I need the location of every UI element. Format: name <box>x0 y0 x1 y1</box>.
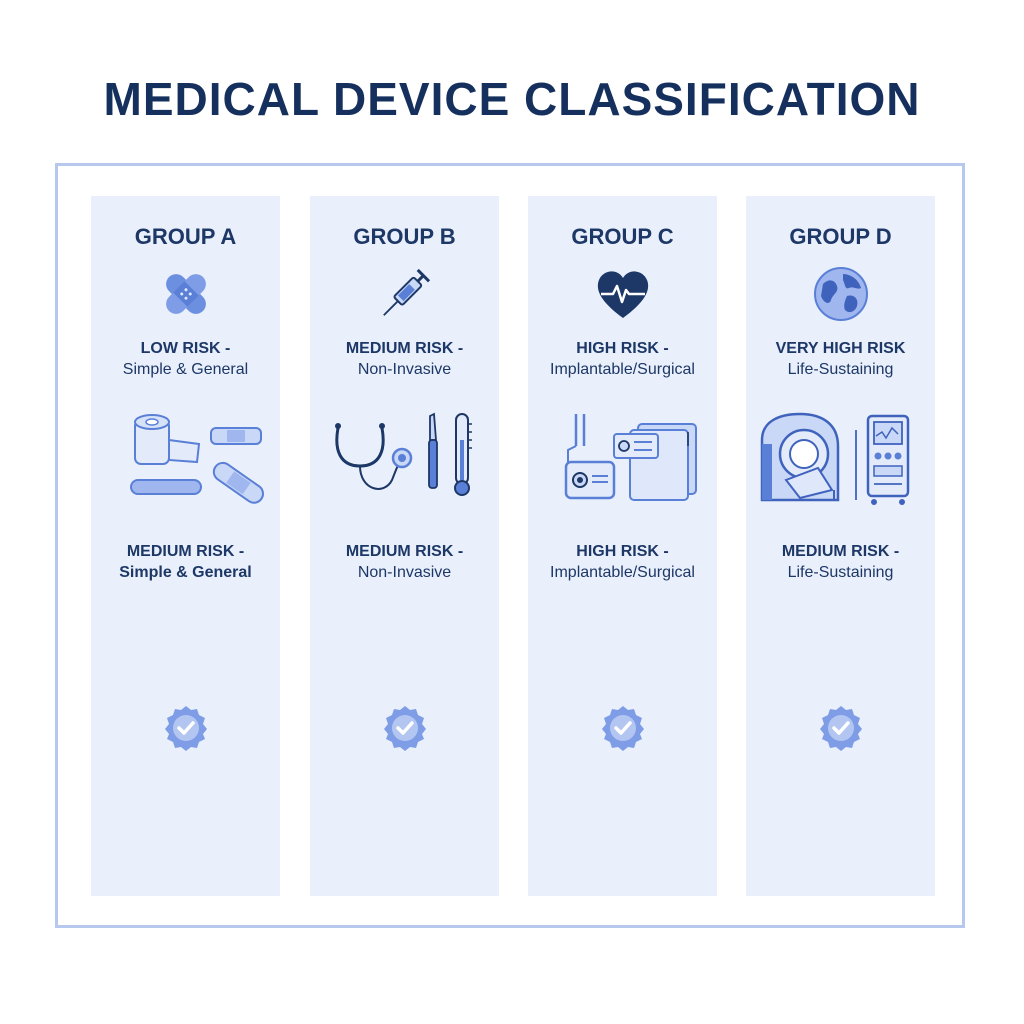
risk-level: HIGH RISK - <box>576 543 669 560</box>
check-badge-icon <box>383 706 426 751</box>
mri-scanner-and-monitor-icon <box>760 412 909 505</box>
globe-icon <box>813 267 868 321</box>
syringe-icon <box>382 268 430 316</box>
group-d-column: GROUP D VERY HIGH RISK Life-Sustaining <box>746 196 935 896</box>
risk-level: MEDIUM RISK - <box>345 340 464 357</box>
group-a-column: GROUP A LOW RISK - Simple & General <box>91 196 280 896</box>
risk-description: Implantable/Surgical <box>550 564 695 581</box>
stethoscope-and-thermometer-icon <box>334 412 472 496</box>
group-c-column: GROUP C HIGH RISK - Implantable/Surgical <box>528 196 717 896</box>
risk-description: Simple & General <box>119 564 252 581</box>
risk-level: MEDIUM RISK - <box>345 543 464 560</box>
risk-secondary: HIGH RISK - Implantable/Surgical <box>528 541 717 583</box>
risk-level: HIGH RISK - <box>576 340 669 357</box>
risk-primary: MEDIUM RISK - Non-Invasive <box>310 338 499 380</box>
page-title: MEDICAL DEVICE CLASSIFICATION <box>103 73 921 125</box>
check-badge-icon <box>164 706 207 751</box>
risk-level: MEDIUM RISK - <box>781 543 900 560</box>
group-title: GROUP A <box>134 224 237 249</box>
risk-description: Life-Sustaining <box>787 564 894 581</box>
group-title: GROUP C <box>571 224 674 249</box>
bandage-roll-and-plasters-icon <box>129 414 264 504</box>
risk-description: Non-Invasive <box>357 564 452 581</box>
group-title: GROUP B <box>353 224 456 249</box>
risk-description: Simple & General <box>122 361 249 378</box>
risk-description: Non-Invasive <box>357 361 452 378</box>
bandage-icon <box>165 274 206 314</box>
risk-secondary: MEDIUM RISK - Non-Invasive <box>310 541 499 583</box>
risk-primary: LOW RISK - Simple & General <box>91 338 280 380</box>
group-title: GROUP D <box>789 224 892 249</box>
risk-description: Life-Sustaining <box>787 361 894 378</box>
risk-primary: HIGH RISK - Implantable/Surgical <box>528 338 717 380</box>
group-b-column: GROUP B MEDIUM RISK - Non-Invasive <box>310 196 499 896</box>
pacemaker-and-implant-card-icon <box>564 414 697 501</box>
risk-level: VERY HIGH RISK <box>775 340 906 357</box>
risk-secondary: MEDIUM RISK - Simple & General <box>91 541 280 583</box>
risk-description: Implantable/Surgical <box>550 361 695 378</box>
check-badge-icon <box>819 706 862 751</box>
heart-pulse-icon <box>597 271 648 318</box>
check-badge-icon <box>601 706 644 751</box>
risk-primary: VERY HIGH RISK Life-Sustaining <box>746 338 935 380</box>
risk-secondary: MEDIUM RISK - Life-Sustaining <box>746 541 935 583</box>
risk-level: LOW RISK - <box>140 340 231 357</box>
risk-level: MEDIUM RISK - <box>126 543 245 560</box>
